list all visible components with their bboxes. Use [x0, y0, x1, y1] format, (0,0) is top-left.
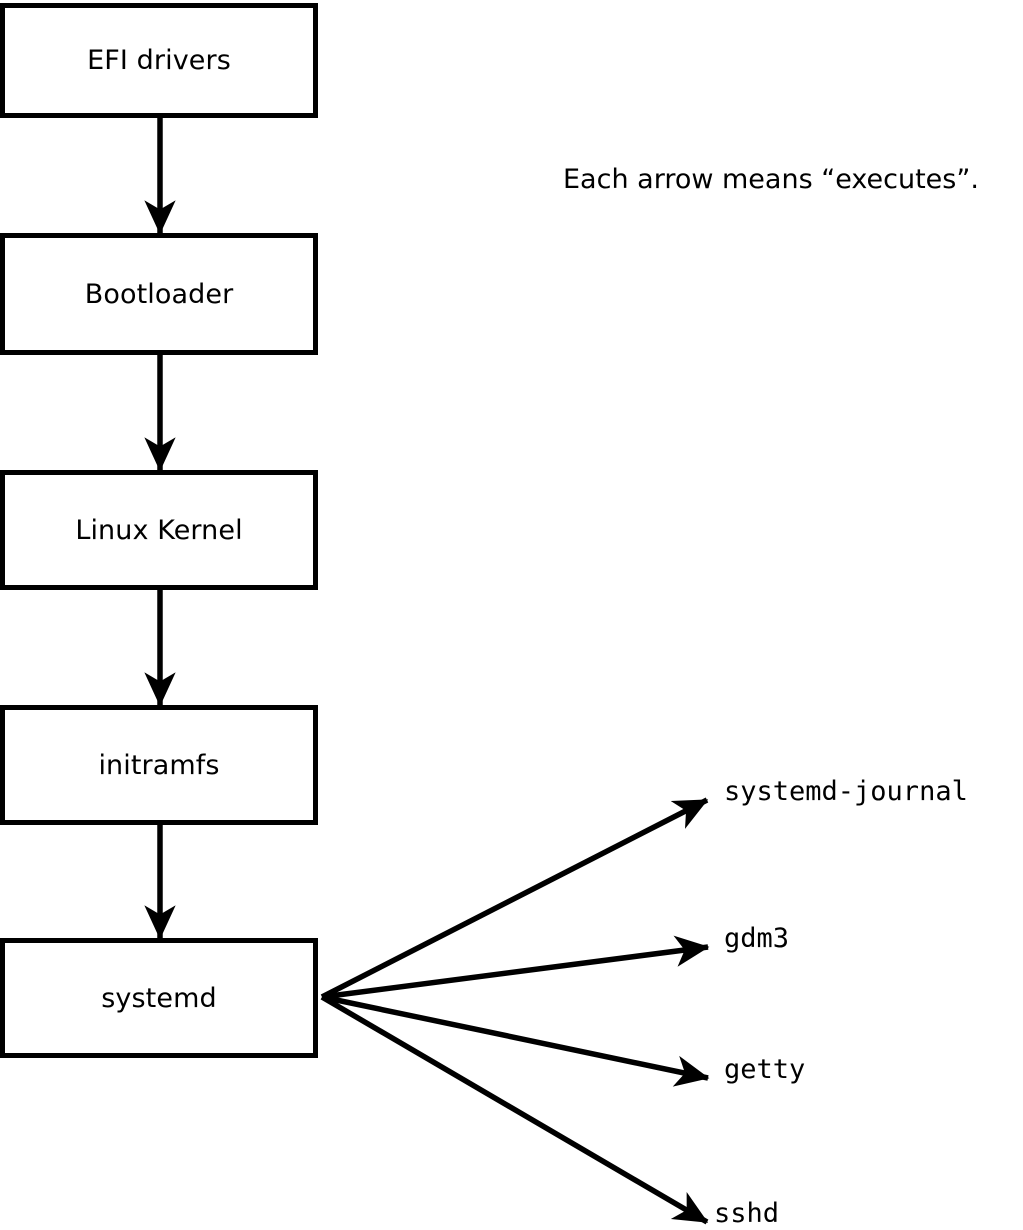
legend-note: Each arrow means “executes”.: [563, 164, 979, 195]
arrow-systemd-to-systemd-journal: [320, 797, 709, 1000]
fanout-arrow-group: [320, 797, 710, 1225]
node-label-linux-kernel: Linux Kernel: [75, 514, 243, 546]
node-label-systemd: systemd: [101, 982, 217, 1014]
node-box-bootloader[interactable]: Bootloader: [0, 233, 318, 355]
leaf-label-systemd-journal: systemd-journal: [724, 776, 968, 807]
node-label-initramfs: initramfs: [98, 749, 220, 781]
node-label-efi-drivers: EFI drivers: [87, 45, 231, 76]
arrow-systemd-to-getty: [321, 994, 710, 1087]
leaf-label-getty: getty: [724, 1054, 806, 1085]
node-box-efi-drivers[interactable]: EFI drivers: [0, 3, 318, 118]
node-box-initramfs[interactable]: initramfs: [0, 705, 318, 825]
node-box-systemd[interactable]: systemd: [0, 938, 318, 1058]
leaf-label-gdm3: gdm3: [724, 923, 790, 954]
arrow-systemd-to-gdm3: [321, 935, 710, 1000]
node-box-linux-kernel[interactable]: Linux Kernel: [0, 470, 318, 590]
arrow-systemd-to-sshd: [320, 994, 709, 1225]
leaf-label-sshd: sshd: [714, 1198, 780, 1229]
node-label-bootloader: Bootloader: [84, 278, 234, 310]
